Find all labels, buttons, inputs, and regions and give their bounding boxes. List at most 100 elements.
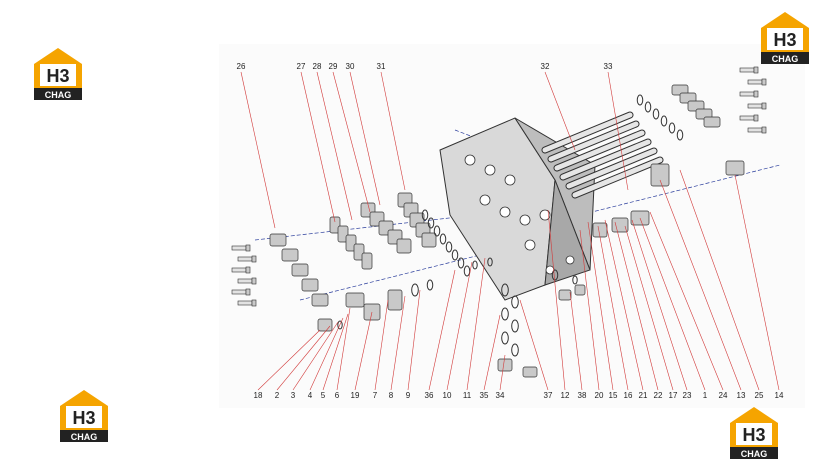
logo-word: CHAG: [71, 432, 98, 442]
part-spool: [542, 112, 633, 153]
callout-label-bottom: 6: [335, 391, 340, 400]
part-o-ring: [337, 320, 343, 330]
callout-label-top: 27: [297, 62, 306, 71]
leader-line: [316, 71, 353, 221]
part-cylinder: [311, 293, 329, 307]
leader-line: [569, 291, 583, 391]
part-cylinder: [329, 216, 341, 234]
part-bolt: [237, 278, 253, 284]
leader-line: [292, 321, 339, 391]
part-o-ring: [427, 217, 435, 229]
leader-line: [354, 311, 373, 391]
callout-label-bottom: 16: [624, 391, 633, 400]
leader-line: [309, 317, 344, 391]
part-o-ring: [421, 209, 429, 221]
callout-label-bottom: 3: [291, 391, 296, 400]
callout-label-bottom: 37: [544, 391, 553, 400]
part-bolt: [231, 289, 247, 295]
leader-line: [624, 225, 674, 391]
part-bolt: [237, 300, 253, 306]
leader-line: [604, 219, 644, 391]
part-o-ring: [636, 94, 644, 106]
part-o-ring: [676, 129, 684, 141]
callout-label-bottom: 36: [425, 391, 434, 400]
callout-label-bottom: 38: [578, 391, 587, 400]
callout-label-bottom: 5: [321, 391, 326, 400]
part-spool: [548, 121, 639, 162]
callout-label-bottom: 10: [443, 391, 452, 400]
part-cylinder: [592, 222, 608, 238]
part-bolt-head: [245, 266, 251, 274]
callout-label-bottom: 24: [719, 391, 728, 400]
callout-label-bottom: 25: [755, 391, 764, 400]
part-o-ring: [572, 275, 578, 285]
leader-line: [659, 179, 742, 391]
callout-label-bottom: 2: [275, 391, 280, 400]
part-cylinder: [281, 248, 299, 262]
part-o-ring: [439, 233, 447, 245]
callout-label-bottom: 4: [308, 391, 313, 400]
leader-line: [466, 257, 486, 391]
part-cylinder: [269, 233, 287, 247]
callout-label-bottom: 11: [463, 391, 472, 400]
leader-line: [428, 269, 456, 391]
part-bolt-head: [761, 126, 767, 134]
part-o-ring: [501, 331, 509, 345]
part-spool: [554, 130, 645, 171]
callout-label-top: 30: [346, 62, 355, 71]
part-cylinder: [725, 160, 745, 176]
valve-body: [439, 117, 596, 301]
part-bolt: [231, 267, 247, 273]
leader-line: [276, 325, 331, 391]
callout-label-top: 31: [377, 62, 386, 71]
callout-label-bottom: 20: [595, 391, 604, 400]
part-bolt-head: [251, 277, 257, 285]
logo-mark: H3: [773, 30, 796, 50]
part-bolt-head: [753, 114, 759, 122]
leader-line: [374, 299, 389, 391]
logo-mark: H3: [72, 408, 95, 428]
callout-label-bottom: 15: [609, 391, 618, 400]
leader-line: [679, 169, 760, 391]
leader-line: [483, 314, 501, 391]
callout-label-bottom: 13: [737, 391, 746, 400]
callout-label-bottom: 9: [406, 391, 411, 400]
callout-label-top: 28: [313, 62, 322, 71]
part-cylinder: [497, 358, 513, 372]
leader-line: [519, 299, 549, 391]
part-cylinder: [345, 234, 357, 252]
leader-line: [380, 71, 406, 191]
leader-line: [614, 221, 659, 391]
part-o-ring: [668, 122, 676, 134]
part-cylinder: [650, 163, 670, 187]
part-cylinder: [574, 284, 586, 296]
part-cylinder: [387, 289, 403, 311]
part-bolt-head: [245, 244, 251, 252]
part-cylinder: [421, 232, 437, 248]
part-cylinder: [361, 252, 373, 270]
part-bolt-head: [761, 102, 767, 110]
logo-word: CHAG: [45, 90, 72, 100]
part-cylinder: [353, 243, 365, 261]
part-spool: [572, 157, 663, 198]
part-o-ring: [501, 283, 509, 297]
part-o-ring: [472, 260, 478, 270]
leader-line: [407, 289, 421, 391]
part-o-ring: [411, 283, 419, 297]
callout-label-bottom: 23: [683, 391, 692, 400]
part-bolt-head: [761, 78, 767, 86]
leader-line: [734, 174, 780, 391]
logo-word: CHAG: [772, 54, 799, 64]
part-o-ring: [501, 307, 509, 321]
part-bolt-head: [251, 255, 257, 263]
callout-label-top: 26: [237, 62, 246, 71]
part-bolt-head: [753, 90, 759, 98]
leader-line: [579, 229, 600, 391]
part-o-ring: [660, 115, 668, 127]
leader-line: [639, 217, 706, 391]
callout-label-bottom: 17: [669, 391, 678, 400]
part-cylinder: [317, 318, 333, 332]
part-bolt: [739, 67, 755, 73]
